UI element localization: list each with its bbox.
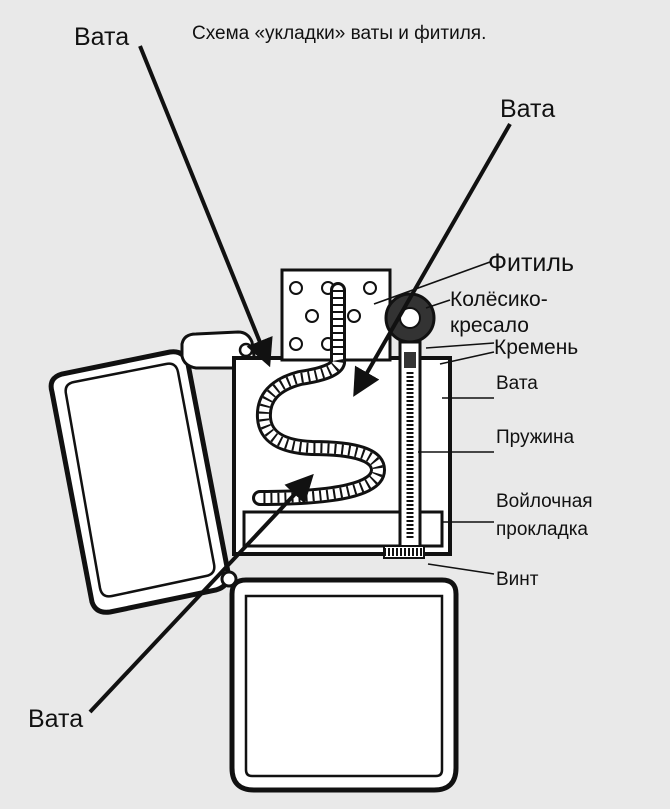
hinge: [220, 570, 238, 588]
arrow-cotton-top-left: [138, 45, 273, 368]
case-bottom: [229, 577, 459, 793]
diagram-title: Схема «укладки» ваты и фитиля.: [192, 23, 487, 44]
label-cotton-top-right: Вата: [500, 95, 556, 123]
leader-lines: [373, 261, 495, 575]
wick: [252, 282, 386, 506]
arrow-cotton-top-right: [353, 123, 512, 397]
label-cotton-right: Вата: [496, 373, 538, 394]
label-felt-pad-line2: прокладка: [496, 519, 588, 540]
flint-wheel: [384, 292, 436, 344]
label-cotton-top-left: Вата: [74, 23, 130, 51]
label-screw: Винт: [496, 569, 539, 590]
label-wick: Фитиль: [488, 249, 574, 277]
arrow-cotton-bottom-left: [88, 473, 314, 714]
label-flint-wheel-line2: кресало: [450, 314, 529, 337]
screw: [383, 545, 425, 559]
open-lid: [48, 349, 231, 615]
label-flint-wheel-line1: Колёсико-: [450, 288, 548, 311]
label-felt-pad-line1: Войлочная: [496, 491, 593, 512]
label-cotton-bottom-left: Вата: [28, 705, 84, 733]
label-spring: Пружина: [496, 427, 575, 448]
label-flint: Кремень: [494, 336, 579, 359]
